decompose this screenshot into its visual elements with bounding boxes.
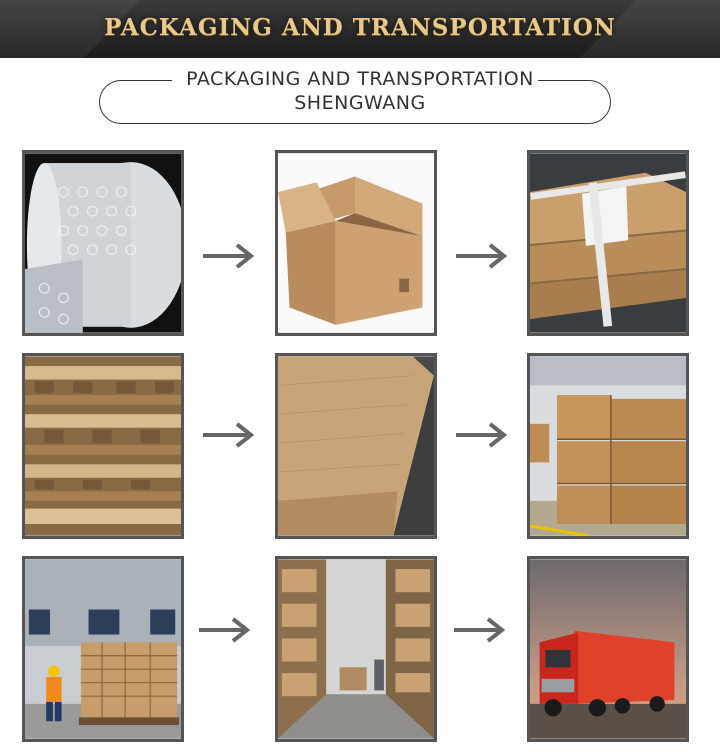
strapped-board-pallet-icon <box>530 153 686 333</box>
bubble-wrap-roll-icon <box>25 153 181 333</box>
tile-crate-warehouse <box>527 353 689 539</box>
arrow-right-icon <box>456 243 508 269</box>
subtitle-line-1: PACKAGING AND TRANSPORTATION <box>186 68 534 90</box>
stacked-lumber-icon <box>25 356 181 536</box>
arrow-right-icon <box>203 243 255 269</box>
header-banner: PACKAGING AND TRANSPORTATION <box>0 0 720 58</box>
arrow-right-icon <box>454 617 506 643</box>
tile-warehouse-aisle <box>275 556 437 742</box>
arrow-right-icon <box>203 422 255 448</box>
tile-red-truck <box>527 556 689 742</box>
tile-loading-worker <box>22 556 184 742</box>
crate-warehouse-icon <box>530 356 686 536</box>
arrow-right-icon <box>199 617 251 643</box>
warehouse-aisle-icon <box>278 559 434 739</box>
tile-cardboard-box <box>275 150 437 336</box>
tile-strapped-boards <box>527 150 689 336</box>
red-truck-icon <box>530 559 686 739</box>
cardboard-box-icon <box>278 153 434 333</box>
subtitle-frame-gap <box>172 74 538 88</box>
banner-title: PACKAGING AND TRANSPORTATION <box>104 14 616 41</box>
subtitle-line-2: SHENGWANG <box>294 92 426 114</box>
tile-plywood-sheets <box>275 353 437 539</box>
arrow-right-icon <box>456 422 508 448</box>
loading-worker-icon <box>25 559 181 739</box>
plywood-sheets-icon <box>278 356 434 536</box>
tile-bubble-wrap <box>22 150 184 336</box>
tile-stacked-lumber <box>22 353 184 539</box>
